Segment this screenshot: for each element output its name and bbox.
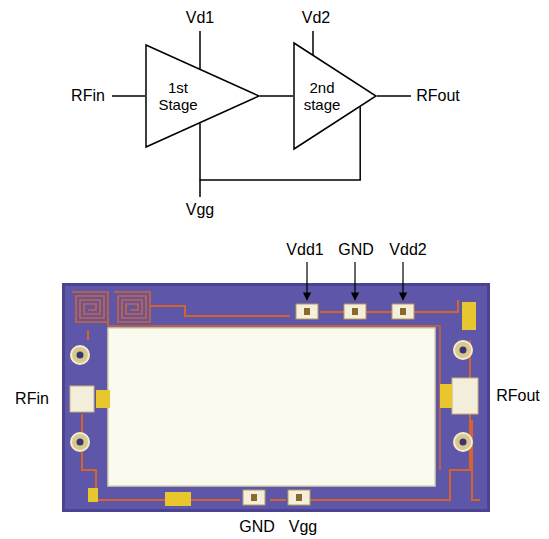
pin-label: Vgg (289, 518, 317, 536)
ground-via (460, 439, 467, 446)
rf-pad (70, 386, 94, 412)
amplifier-stage: 1st Stage (145, 44, 260, 148)
pin-arrow (402, 262, 403, 300)
output-wire (377, 95, 411, 97)
pin-label: RFin (15, 390, 49, 408)
supply-wire (199, 31, 201, 69)
chip-substrate (62, 283, 490, 512)
pin-label: Vdd1 (286, 241, 323, 259)
bond-wire (400, 308, 406, 315)
pin-label: Vgg (186, 201, 214, 219)
ground-via (77, 352, 84, 359)
stage-label: 1st Stage (154, 80, 202, 113)
bond-wire (296, 494, 302, 501)
ground-via (460, 347, 467, 354)
pin-label: Vd2 (302, 9, 330, 27)
capacitor (462, 302, 476, 330)
bond-wire (352, 308, 358, 315)
bond-wire (251, 494, 257, 501)
stage-label: 2nd stage (299, 80, 345, 113)
bond-pad (344, 304, 366, 319)
capacitor (165, 492, 191, 506)
ground-via (454, 341, 472, 359)
bond-pad (296, 304, 318, 319)
spiral-inductor (114, 292, 150, 322)
ground-via (71, 346, 89, 364)
bond-pad (392, 304, 414, 319)
bond-pad (288, 490, 310, 505)
chip-surface (65, 286, 487, 509)
pin-arrow (354, 262, 355, 300)
pin-label: RFin (71, 87, 105, 105)
signal-wire (260, 95, 293, 97)
bond-pad (243, 490, 265, 505)
pin-label: RFout (416, 87, 460, 105)
bond-wire (304, 308, 310, 315)
capacitor (88, 488, 98, 502)
trace (320, 300, 458, 312)
trace (472, 420, 480, 500)
supply-wire (312, 31, 314, 55)
trace (150, 306, 290, 316)
amplifier-triangle (146, 45, 259, 147)
pin-arrow (306, 262, 307, 300)
pin-label: Vdd2 (389, 241, 426, 259)
pin-label: RFout (496, 387, 540, 405)
pin-label: Vd1 (186, 9, 214, 27)
ground-via (71, 433, 89, 451)
ground-via (454, 433, 472, 451)
ground-via (77, 439, 84, 446)
rf-pad (452, 378, 478, 414)
rf-pad (96, 390, 110, 408)
amplifier-stage: 2nd stage (293, 42, 377, 150)
spiral-inductor (72, 292, 108, 322)
rf-pad (440, 384, 452, 408)
bias-wire (199, 180, 201, 197)
amplifier-triangle (294, 43, 376, 149)
input-wire (112, 95, 145, 97)
pin-label: GND (338, 241, 374, 259)
die-cover (108, 328, 435, 486)
pin-label: GND (239, 518, 275, 536)
